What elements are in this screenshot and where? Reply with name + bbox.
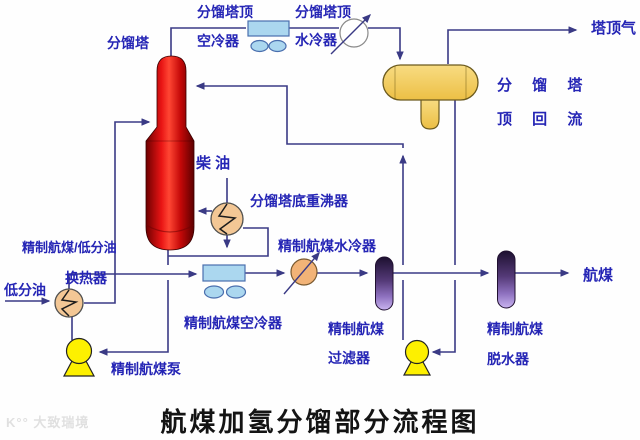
overhead-air-cooler [247,20,290,53]
overhead-water-cooler-label-2: 水冷器 [295,32,337,48]
pipe-drum-to-refluxpump [431,280,456,356]
pipe-product-to-aircooler [68,270,198,289]
watermark: K°° 大致瑞境 [6,412,89,431]
low-sep-oil-label: 低分油 [4,282,46,298]
fractionator-tower [145,55,195,251]
jet-dehydrator [497,250,516,309]
jet-filter [375,256,394,311]
heat-exchanger-label-2: 换热器 [65,270,107,286]
dehydrator-label-2: 脱水器 [487,351,529,367]
jet-pump-label: 精制航煤泵 [111,361,181,377]
jet-fuel-pump [63,337,95,377]
jet-water-cooler [283,251,320,295]
exchanger-coil-icon [60,289,79,317]
jet-air-cooler-label: 精制航煤空冷器 [184,315,282,331]
overhead-gas-label: 塔顶气 [591,20,637,37]
bottom-reboiler [210,202,244,236]
watermark-text: 大致瑞境 [33,415,90,430]
tower-label: 分馏塔 [107,35,149,51]
pipe-bottoms-to-pump [98,280,169,356]
reflux-label-2: 顶 回 流 [497,111,591,128]
pipe-watercooler-to-drum [368,27,404,61]
overhead-water-cooler-label-1: 分馏塔顶 [295,4,351,20]
overhead-water-cooler [330,14,371,55]
feed-heat-exchanger [54,288,84,318]
pipe-overhead-gas [447,26,578,64]
reflux-label-1: 分 馏 塔 [497,77,591,94]
jet-air-cooler [202,264,247,299]
filter-label-1: 精制航煤 [328,321,384,337]
diesel-label: 柴 油 [196,155,231,172]
watermark-logo: K°° [6,415,29,430]
dehydrator-label-1: 精制航煤 [487,321,543,337]
jet-fuel-label: 航煤 [583,267,614,284]
filter-label-2: 过滤器 [328,350,370,366]
pipe-exchanger-to-tower [84,118,151,304]
reflux-drum [382,64,479,130]
reboiler-coil-icon [217,203,237,235]
overhead-air-cooler-label-1: 分馏塔顶 [197,4,253,20]
overhead-air-cooler-label-2: 空冷器 [197,33,239,49]
heat-exchanger-label-1: 精制航煤/低分油 [22,240,117,255]
reflux-drum-boot [420,98,440,130]
reboiler-label: 分馏塔底重沸器 [250,193,348,209]
pipe-tower-overhead [170,27,246,57]
pipe-reflux-to-tower [195,82,404,148]
diagram-title: 航煤加氢分馏部分流程图 [160,408,480,437]
piping [5,26,578,356]
reflux-pump [402,339,432,376]
pipe-reboiler-branch [168,227,269,257]
jet-water-cooler-label: 精制航煤水冷器 [278,238,376,254]
